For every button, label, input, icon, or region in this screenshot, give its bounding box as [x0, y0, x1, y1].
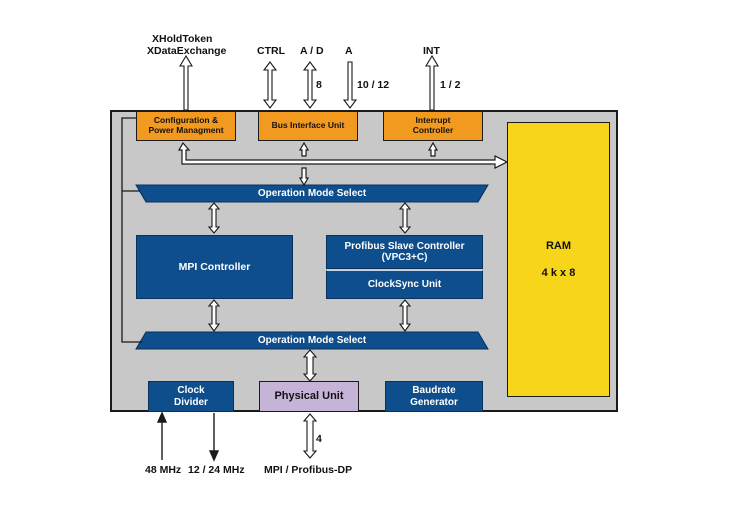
mpi-controller-block: MPI Controller	[136, 235, 293, 299]
mpi-profibus-dp-label: MPI / Profibus-DP	[264, 464, 353, 476]
ctrl-label: CTRL	[257, 45, 285, 57]
ram-block: RAM 4 k x 8	[507, 122, 610, 397]
ad-label: A / D	[300, 45, 324, 57]
mhz48-label: 48 MHz	[145, 464, 182, 476]
mhz12-24-label: 12 / 24 MHz	[188, 464, 245, 476]
config-power-block: Configuration & Power Managment	[136, 111, 236, 141]
op-mode-top-shape	[135, 184, 489, 203]
op-mode-bottom-shape	[135, 331, 489, 350]
profibus-slave-block: Profibus Slave Controller (VPC3+C)	[326, 235, 483, 269]
ram-title: RAM	[545, 239, 572, 252]
physical-unit-block: Physical Unit	[259, 381, 359, 412]
internal-bus	[177, 141, 509, 187]
external-arrows	[179, 54, 439, 459]
op-mode-select-top: Operation Mode Select	[257, 187, 367, 199]
bus-interface-block: Bus Interface Unit	[258, 111, 358, 141]
phys-width-label: 4	[316, 433, 322, 445]
a-label: A	[345, 45, 353, 57]
xholdtoken-label: XHoldToken	[152, 33, 213, 45]
interrupt-controller-block: Interrupt Controller	[383, 111, 483, 141]
baudrate-generator-block: Baudrate Generator	[385, 381, 483, 412]
bus-width-10-12-label: 10 / 12	[357, 79, 390, 91]
bus-width-8-label: 8	[316, 79, 322, 91]
module-arrows	[207, 202, 412, 382]
op-mode-select-bottom: Operation Mode Select	[257, 334, 367, 346]
int-label: INT	[423, 45, 440, 57]
left-bus-line	[121, 117, 142, 343]
ram-size: 4 k x 8	[541, 266, 576, 279]
xdataexchange-label: XDataExchange	[147, 45, 227, 57]
clock-divider-block: Clock Divider	[148, 381, 234, 412]
clocksync-block: ClockSync Unit	[326, 270, 483, 299]
int-width-label: 1 / 2	[440, 79, 461, 91]
clock-lines	[156, 411, 220, 462]
